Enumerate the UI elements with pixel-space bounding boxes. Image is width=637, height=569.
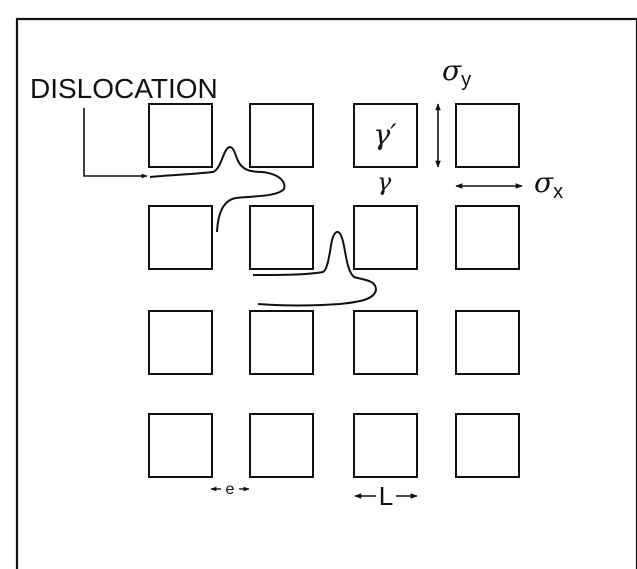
precipitate-square	[456, 206, 519, 269]
channel-width-label: e	[226, 481, 235, 498]
precipitate-square	[456, 311, 519, 374]
matrix-label: γ	[377, 168, 392, 196]
precipitate-square	[456, 414, 519, 477]
stress-x-label: σx	[534, 166, 563, 203]
precipitate-square	[354, 311, 417, 374]
precipitate-square	[250, 414, 313, 477]
precipitate-square	[250, 206, 313, 269]
precipitate-label: γ′	[373, 118, 397, 151]
precipitate-square	[456, 104, 519, 167]
precipitate-square	[149, 206, 212, 269]
precipitate-square	[250, 104, 313, 167]
precipitate-square	[354, 206, 417, 269]
dislocation-pointer-arrow	[84, 108, 147, 176]
stress-y-label: σy	[442, 54, 471, 91]
precipitate-square	[354, 414, 417, 477]
precipitate-square	[149, 311, 212, 374]
precipitate-square	[250, 311, 313, 374]
precipitate-square	[149, 104, 212, 167]
dislocation-line	[150, 147, 284, 232]
precipitate-grid	[149, 104, 519, 477]
precipitate-size-label: L	[379, 481, 393, 511]
precipitate-square	[149, 414, 212, 477]
dislocation-label: DISLOCATION	[30, 73, 218, 104]
